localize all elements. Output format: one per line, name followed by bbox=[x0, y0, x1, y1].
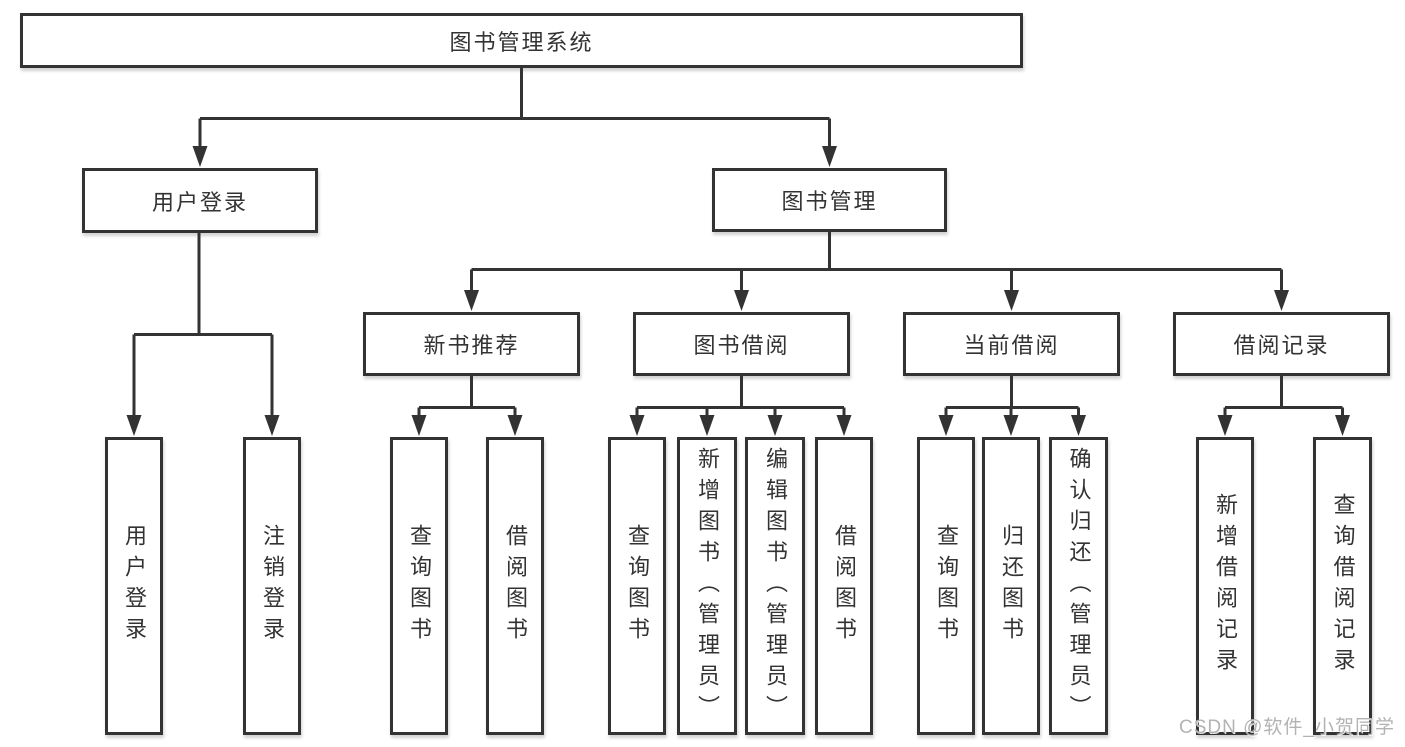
leaf-confirm-return-admin: 确认归还（管理员） bbox=[1049, 437, 1108, 735]
leaf-label: 查询图书 bbox=[407, 524, 432, 648]
node-label: 借阅记录 bbox=[1233, 333, 1330, 358]
leaf-borrow-books: 借阅图书 bbox=[815, 437, 873, 735]
leaf-edit-book-admin: 编辑图书（管理员） bbox=[745, 437, 805, 735]
leaf-label: 注销登录 bbox=[260, 524, 285, 648]
leaf-query-borrow-record: 查询借阅记录 bbox=[1313, 437, 1372, 735]
leaf-add-book-admin: 新增图书（管理员） bbox=[677, 437, 737, 735]
leaf-user-login: 用户登录 bbox=[105, 437, 163, 735]
node-label: 用户登录 bbox=[151, 189, 248, 215]
leaf-borrow-books: 借阅图书 bbox=[486, 437, 544, 735]
leaf-label: 归还图书 bbox=[999, 524, 1024, 648]
leaf-label: 新增借阅记录 bbox=[1213, 493, 1238, 679]
leaf-add-borrow-record: 新增借阅记录 bbox=[1196, 437, 1254, 735]
node-book-management: 图书管理 bbox=[712, 168, 947, 232]
leaf-label: 新增图书（管理员） bbox=[695, 446, 720, 726]
leaf-label: 确认归还（管理员） bbox=[1066, 446, 1092, 726]
leaf-query-books: 查询图书 bbox=[390, 437, 448, 735]
node-label: 图书管理系统 bbox=[449, 29, 594, 55]
leaf-label: 查询图书 bbox=[934, 524, 959, 648]
node-label: 图书管理 bbox=[781, 189, 878, 214]
node-book-borrowing: 图书借阅 bbox=[633, 312, 850, 376]
leaf-label: 借阅图书 bbox=[503, 524, 528, 648]
node-library-management-system: 图书管理系统 bbox=[20, 13, 1023, 68]
leaf-label: 查询图书 bbox=[625, 524, 650, 648]
leaf-return-books: 归还图书 bbox=[982, 437, 1040, 735]
leaf-label: 用户登录 bbox=[122, 524, 147, 648]
leaf-label: 编辑图书（管理员） bbox=[763, 446, 788, 726]
node-label: 图书借阅 bbox=[693, 333, 790, 358]
node-current-borrowing: 当前借阅 bbox=[903, 312, 1120, 376]
leaf-logout: 注销登录 bbox=[243, 437, 301, 735]
leaf-query-books: 查询图书 bbox=[917, 437, 975, 735]
leaf-query-books: 查询图书 bbox=[608, 437, 666, 735]
node-borrowing-records: 借阅记录 bbox=[1173, 312, 1390, 376]
leaf-label: 借阅图书 bbox=[832, 524, 857, 648]
leaf-label: 查询借阅记录 bbox=[1330, 493, 1356, 679]
csdn-watermark: CSDN @软件_小贺同学 bbox=[1179, 717, 1395, 738]
node-label: 新书推荐 bbox=[423, 333, 520, 358]
node-new-book-recommendation: 新书推荐 bbox=[363, 312, 580, 376]
node-user-login: 用户登录 bbox=[82, 168, 318, 233]
node-label: 当前借阅 bbox=[963, 333, 1060, 358]
